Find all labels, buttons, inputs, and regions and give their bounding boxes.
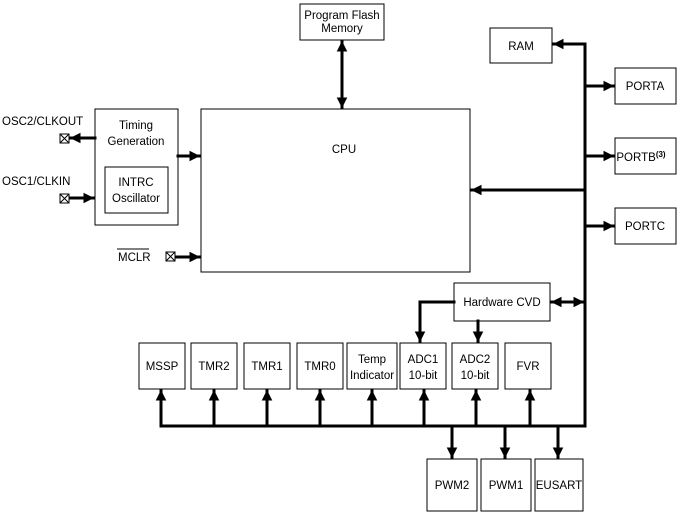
pin-cross-icon	[165, 251, 176, 262]
hardware-cvd-label: Hardware CVD	[463, 297, 540, 309]
tmr0-block: TMR0	[296, 342, 344, 390]
eusart-label: EUSART	[536, 480, 582, 492]
pwm2-label: PWM2	[435, 480, 470, 492]
intrc-label-1: INTRC	[118, 177, 153, 189]
timing-label-2: Generation	[108, 136, 165, 148]
portc-label: PORTC	[625, 221, 665, 233]
adc1-block: ADC1 10-bit	[399, 342, 447, 390]
pin-cross-icon	[59, 133, 70, 144]
fvr-block: FVR	[504, 342, 552, 390]
adc2-label-1: ADC2	[460, 354, 491, 366]
tmr1-label: TMR1	[251, 361, 282, 373]
osc2-pin: OSC2/CLKOUT	[2, 116, 83, 144]
tmr2-label: TMR2	[198, 361, 229, 373]
mssp-block: MSSP	[138, 342, 186, 390]
program-flash-label-1: Program Flash	[304, 10, 379, 22]
bus-lines	[68, 38, 615, 459]
ram-block: RAM	[489, 27, 553, 64]
tmr2-block: TMR2	[190, 342, 238, 390]
timing-label-1: Timing	[119, 120, 153, 132]
program-flash-block: Program Flash Memory	[299, 3, 385, 41]
pwm1-label: PWM1	[489, 480, 524, 492]
intrc-oscillator-block	[104, 166, 169, 214]
temp-label-1: Temp	[358, 354, 386, 366]
osc2-label: OSC2/CLKOUT	[2, 116, 83, 128]
temp-label-2: Indicator	[350, 370, 394, 382]
pwm1-block: PWM1	[480, 458, 532, 512]
cpu-block: CPU	[200, 108, 471, 273]
tmr0-label: TMR0	[304, 361, 335, 373]
portb-note: (3)	[656, 150, 666, 159]
portc-block: PORTC	[614, 207, 677, 245]
intrc-label-2: Oscillator	[112, 193, 160, 205]
osc1-pin: OSC1/CLKIN	[2, 176, 70, 204]
tmr1-block: TMR1	[243, 342, 291, 390]
porta-label: PORTA	[626, 81, 665, 93]
adc1-label-2: 10-bit	[409, 370, 439, 382]
portb-label: PORTB(3)	[616, 150, 666, 164]
ram-label: RAM	[508, 41, 534, 53]
portb-block: PORTB(3)	[614, 137, 677, 175]
adc1-label-1: ADC1	[408, 354, 439, 366]
pwm2-block: PWM2	[426, 458, 478, 512]
mssp-label: MSSP	[146, 361, 179, 373]
cpu-label: CPU	[332, 144, 356, 156]
porta-block: PORTA	[614, 67, 677, 105]
eusart-block: EUSART	[534, 458, 584, 512]
mclr-pin: MCLR	[117, 248, 176, 264]
temp-indicator-block: Temp Indicator	[346, 342, 398, 390]
osc1-label: OSC1/CLKIN	[2, 176, 70, 188]
portb-name: PORTB	[616, 152, 656, 164]
program-flash-label-2: Memory	[321, 23, 363, 35]
hardware-cvd-block: Hardware CVD	[453, 282, 551, 322]
timing-generation-block: Timing Generation INTRC Oscillator	[94, 108, 179, 226]
adc2-block: ADC2 10-bit	[451, 342, 499, 390]
hwcvd-adc1-arrow	[414, 300, 456, 343]
pin-cross-icon	[59, 193, 70, 204]
fvr-label: FVR	[517, 361, 540, 373]
mclr-label: MCLR	[118, 252, 151, 264]
adc2-label-2: 10-bit	[461, 370, 491, 382]
